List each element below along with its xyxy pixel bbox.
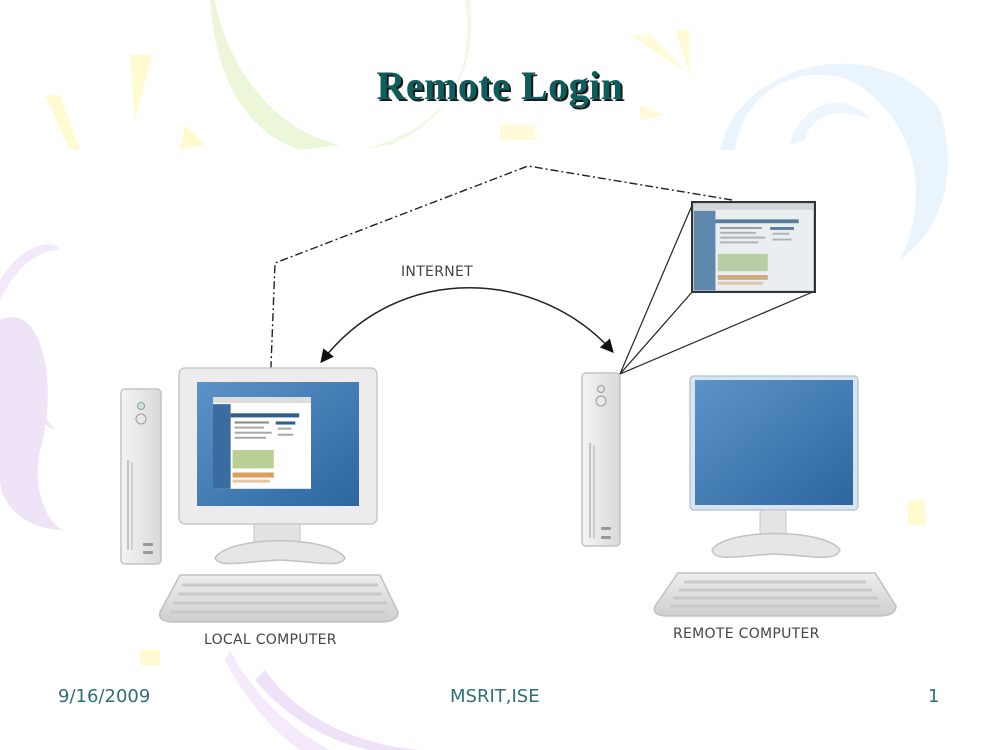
local-screen-remote-desktop xyxy=(213,397,311,489)
internet-arrow xyxy=(320,287,614,364)
remote-screen xyxy=(695,380,853,505)
internet-label: INTERNET xyxy=(401,264,473,280)
remote-computer-label: REMOTE COMPUTER xyxy=(673,626,820,642)
footer-center-text: MSRIT,ISE xyxy=(450,686,540,707)
remote-screen-projection xyxy=(691,201,816,293)
projection-dashdot-line xyxy=(264,165,733,394)
slide-title: Remote Login xyxy=(376,63,624,108)
remote-computer xyxy=(581,372,897,617)
page-number: 1 xyxy=(928,686,940,707)
local-computer-label: LOCAL COMPUTER xyxy=(204,632,337,648)
local-computer xyxy=(120,367,399,623)
footer-date: 9/16/2009 xyxy=(58,686,151,707)
